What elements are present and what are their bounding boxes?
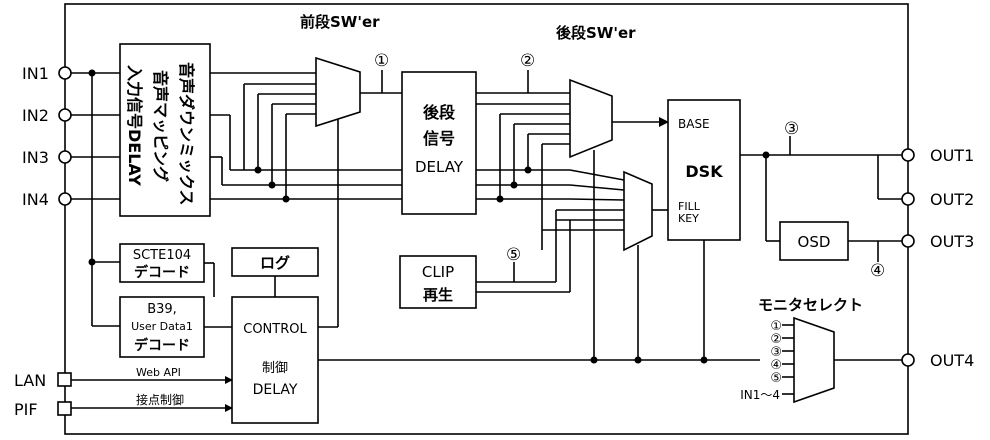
lan-label: LAN <box>14 371 46 390</box>
junction-dot <box>700 356 708 364</box>
monitor-input-in1-4: IN1～4 <box>740 388 780 402</box>
dsk-title: DSK <box>685 162 723 181</box>
monitor-select-label: モニタセレクト <box>758 296 863 314</box>
monitor-input-5: ⑤ <box>770 371 782 386</box>
svg-text:音声マッピング: 音声マッピング <box>151 70 170 182</box>
output-label-out2: OUT2 <box>930 190 974 209</box>
junction-dot <box>496 195 504 203</box>
front-switcher-mux <box>315 56 361 128</box>
dsk-block <box>667 99 741 241</box>
monitor-input-labels: ① ② ③ ④ ⑤ IN1～4 <box>740 319 782 402</box>
marker-4: ④ <box>870 261 885 281</box>
control-line3: DELAY <box>253 382 298 398</box>
back-delay-line3: DELAY <box>415 158 464 176</box>
output-wires <box>740 136 902 361</box>
back-delay-line2: 信号 <box>423 129 455 148</box>
monitor-input-3: ③ <box>770 345 782 360</box>
clip-line1: CLIP <box>422 263 454 281</box>
clip-block <box>399 255 477 309</box>
dsk-base-label: BASE <box>678 117 710 131</box>
marker-2: ② <box>520 51 535 71</box>
dsk-fill-label: FILL <box>678 200 701 213</box>
back-delay-block <box>401 71 477 215</box>
junction-dot <box>590 356 598 364</box>
front-switcher-label: 前段SW'er <box>300 13 380 31</box>
clip-output-wires <box>476 210 571 293</box>
input-mapping-text: 入力信号DELAY 音声マッピング 音声ダウンミックス <box>125 62 196 206</box>
monitor-input-1: ① <box>770 319 782 334</box>
input-wires <box>71 72 120 327</box>
monitor-input-2: ② <box>770 332 782 347</box>
control-line2: 制御 <box>262 361 288 376</box>
b39-line1: B39, <box>147 302 177 317</box>
osd-label: OSD <box>798 233 831 251</box>
pif-label: PIF <box>14 400 38 419</box>
output-label-out3: OUT3 <box>930 232 974 251</box>
output-terminals <box>901 148 915 367</box>
control-line1: CONTROL <box>243 322 307 337</box>
back-delay-line1: 後段 <box>423 103 456 122</box>
junction-dot <box>510 181 518 189</box>
marker-3: ③ <box>784 119 799 139</box>
osd-block <box>779 221 849 261</box>
svg-text:入力信号DELAY: 入力信号DELAY <box>125 65 144 186</box>
input-label-in3: IN3 <box>22 148 49 167</box>
output-label-out1: OUT1 <box>930 146 974 165</box>
marker-5: ⑤ <box>506 245 521 265</box>
contact-control-label: 接点制御 <box>136 392 184 407</box>
monitor-select-mux <box>793 316 835 404</box>
log-label: ログ <box>260 254 290 272</box>
monitor-input-wires <box>782 324 794 395</box>
output-label-out4: OUT4 <box>930 351 974 370</box>
junction-dot <box>88 258 96 266</box>
dsk-key-label: KEY <box>678 212 699 225</box>
marker-1: ① <box>374 51 389 71</box>
control-block <box>231 296 319 424</box>
junction-dot <box>268 181 276 189</box>
b39-block <box>119 296 205 358</box>
control-wires <box>204 119 760 361</box>
input-label-in2: IN2 <box>22 106 49 125</box>
pif-port <box>57 401 72 416</box>
input-mapping-block <box>119 43 211 217</box>
device-frame <box>64 3 909 435</box>
scte104-line1: SCTE104 <box>133 248 191 263</box>
monitor-input-4: ④ <box>770 358 782 373</box>
back-switcher-mux-key <box>623 170 653 252</box>
junction-dot <box>634 356 642 364</box>
b39-line3: デコード <box>134 337 190 354</box>
back-switcher-label: 後段SW'er <box>555 24 636 42</box>
junction-dot <box>762 151 770 159</box>
clip-line2: 再生 <box>423 286 453 304</box>
back-switcher-mux-main <box>569 78 613 159</box>
junction-dot <box>88 69 96 77</box>
scte104-line2: デコード <box>134 264 190 281</box>
lan-port <box>57 372 72 387</box>
junction-dot <box>254 166 262 174</box>
junction-dot <box>524 166 532 174</box>
svg-text:音声ダウンミックス: 音声ダウンミックス <box>177 62 196 206</box>
b39-line2: User Data1 <box>131 320 193 333</box>
web-api-label: Web API <box>136 366 181 379</box>
input-label-in4: IN4 <box>22 190 49 209</box>
mapping-output-wires <box>210 72 570 200</box>
input-label-in1: IN1 <box>22 64 49 83</box>
junction-dot <box>282 195 290 203</box>
